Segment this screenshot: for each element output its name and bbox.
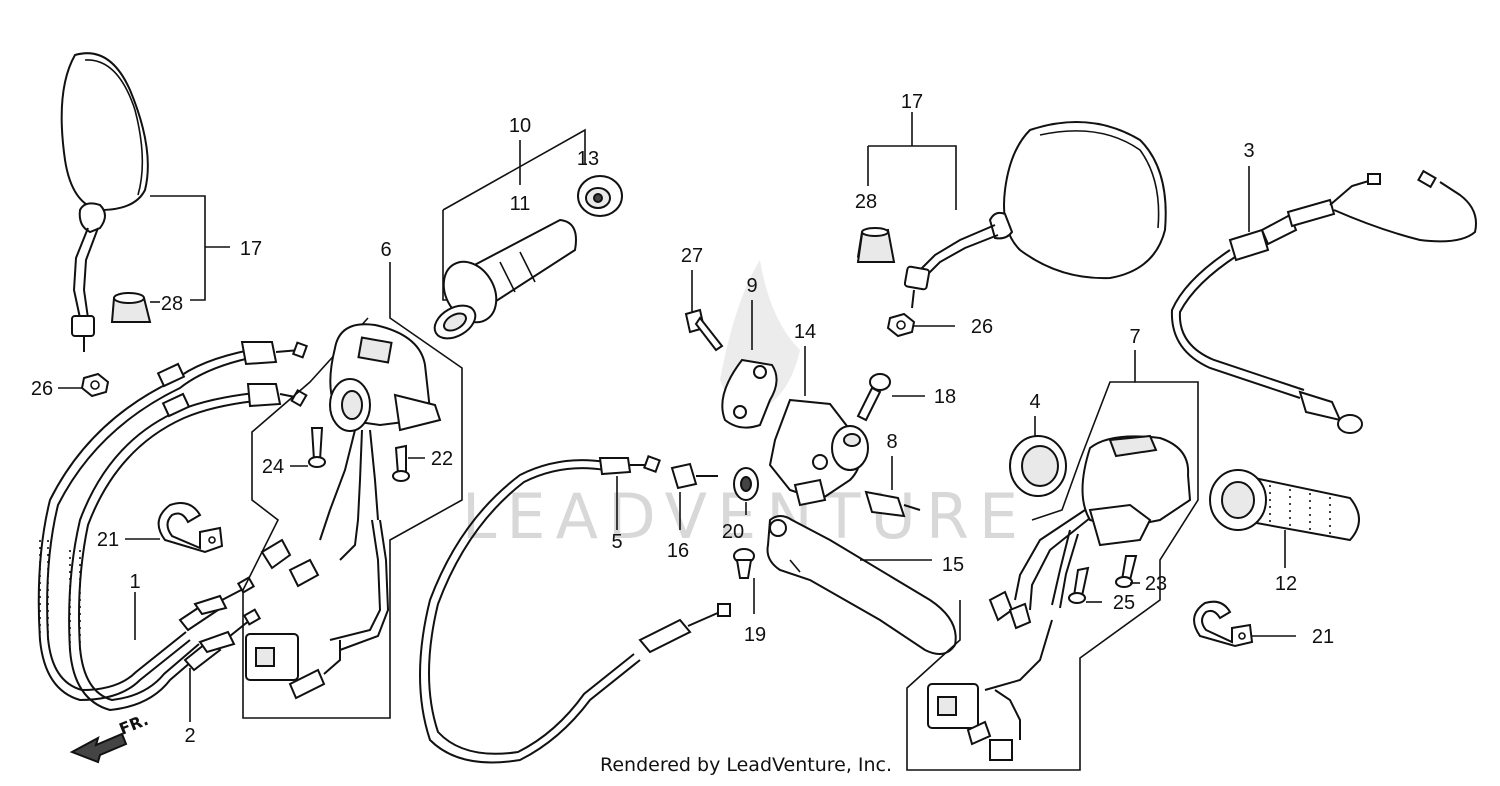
left-switch-group [242, 262, 463, 719]
nut-right[interactable] [886, 312, 916, 338]
throttle-grip[interactable] [429, 218, 577, 345]
choke-cable-3[interactable] [1170, 169, 1477, 434]
callout-17-left: 17 [240, 238, 262, 260]
callout-16: 16 [667, 540, 689, 562]
callout-2: 2 [184, 725, 195, 747]
callout-11: 11 [510, 193, 531, 215]
throttle-cable-2[interactable] [39, 383, 308, 712]
callout-19: 19 [744, 624, 766, 646]
clutch-cable[interactable] [419, 455, 731, 764]
direction-label: FR. [116, 710, 151, 739]
callout-18: 18 [934, 386, 956, 408]
lever-holder-9[interactable] [721, 358, 778, 429]
callout-1: 1 [129, 571, 140, 593]
cable-end-fittings[interactable] [178, 576, 262, 672]
left-grip-12[interactable] [1209, 469, 1360, 542]
callout-8: 8 [886, 431, 897, 453]
callout-26-left: 26 [31, 378, 53, 400]
callout-9: 9 [746, 275, 757, 297]
callout-5: 5 [611, 531, 622, 553]
callout-6: 6 [380, 239, 391, 261]
bolt-27[interactable] [684, 308, 724, 352]
callout-26-right: 26 [971, 316, 993, 338]
screw-22[interactable] [392, 444, 410, 482]
footer-credit: Rendered by LeadVenture, Inc. [600, 754, 893, 776]
mirror-cap-right[interactable] [856, 227, 896, 263]
left-mirror[interactable] [60, 52, 149, 352]
callout-4: 4 [1029, 391, 1040, 413]
callout-12: 12 [1275, 573, 1297, 595]
clutch-switch-8[interactable] [864, 490, 921, 518]
callout-20: 20 [722, 521, 744, 543]
callout-21-left: 21 [97, 529, 119, 551]
grip-end-cap-13[interactable] [577, 175, 623, 217]
screw-23[interactable] [1115, 555, 1138, 588]
cable-clamp-left[interactable] [157, 502, 224, 554]
screw-24[interactable] [308, 427, 326, 468]
screw-25[interactable] [1068, 566, 1090, 604]
screw-19[interactable] [733, 548, 755, 579]
callout-28-right: 28 [855, 191, 877, 213]
front-direction-arrow: FR. [69, 710, 151, 764]
callout-27: 27 [681, 245, 703, 267]
callout-21-right: 21 [1312, 626, 1334, 648]
clutch-lever-bracket-14[interactable] [768, 398, 869, 507]
right-mirror[interactable] [903, 121, 1167, 309]
callout-15: 15 [942, 554, 964, 576]
nut-20[interactable] [733, 467, 759, 501]
leader-7 [1031, 350, 1136, 521]
callout-7: 7 [1129, 326, 1140, 348]
callout-24: 24 [262, 456, 284, 478]
cable-clamp-right[interactable] [1193, 600, 1254, 648]
callout-23: 23 [1145, 573, 1167, 595]
group-bracket-17-right [867, 112, 957, 210]
grip-collar-4[interactable] [1009, 435, 1067, 497]
right-switch-group [906, 381, 1199, 771]
callout-25: 25 [1113, 592, 1135, 614]
callout-3: 3 [1243, 140, 1254, 162]
cable-adjuster-16[interactable] [670, 462, 718, 490]
left-mirror-bracket [150, 195, 230, 301]
callout-13: 13 [577, 148, 599, 170]
callout-14: 14 [794, 321, 816, 343]
right-handlebar-switch[interactable] [927, 434, 1192, 761]
clutch-lever-15[interactable] [766, 515, 957, 655]
callout-28-left: 28 [161, 293, 183, 315]
pivot-bolt-18[interactable] [856, 373, 891, 422]
callout-22: 22 [431, 448, 453, 470]
left-handlebar-switch[interactable] [245, 323, 442, 700]
nut-left[interactable] [80, 372, 110, 398]
callout-17-right: 17 [901, 91, 923, 113]
mirror-cap-left[interactable] [110, 292, 152, 323]
callout-10: 10 [509, 115, 531, 137]
